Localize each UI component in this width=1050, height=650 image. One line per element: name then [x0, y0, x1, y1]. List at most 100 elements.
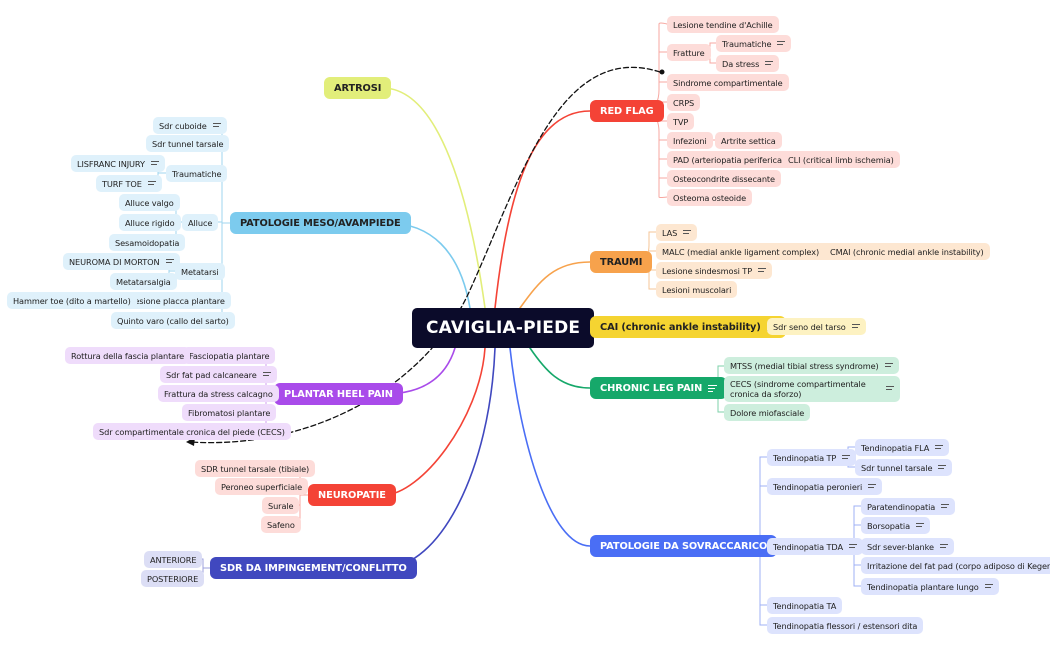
note-icon [886, 386, 894, 392]
leaf-frattura-calcagno[interactable]: Frattura da stress calcagno [158, 385, 279, 402]
link-sovraccarico [509, 347, 591, 547]
branch-meso-avampiede[interactable]: PATOLOGIE MESO/AVAMPIEDE [230, 212, 411, 234]
leaf-meso-tunnel-tarsale[interactable]: Sdr tunnel tarsale [146, 135, 230, 152]
leaf-anteriore[interactable]: ANTERIORE [144, 551, 203, 568]
note-icon [938, 464, 947, 471]
leaf-borsopatia[interactable]: Borsopatia [861, 517, 930, 534]
leaf-cmai[interactable]: CMAI (chronic medial ankle instability) [824, 243, 990, 260]
leaf-sdr-cuboide[interactable]: Sdr cuboide [153, 117, 227, 134]
note-icon [765, 60, 774, 67]
leaf-sesamoidopatia[interactable]: Sesamoidopatia [109, 234, 186, 251]
leaf-quinto-varo[interactable]: Quinto varo (callo del sarto) [111, 312, 235, 329]
leaf-turf-toe[interactable]: TURF TOE [96, 175, 162, 192]
leaf-tunnel-tibiale[interactable]: SDR tunnel tarsale (tibiale) [195, 460, 316, 477]
leaf-osteocondrite[interactable]: Osteocondrite dissecante [667, 170, 781, 187]
branch-artrosi[interactable]: ARTROSI [324, 77, 392, 99]
leaf-artrite-settica[interactable]: Artrite settica [715, 132, 782, 149]
leaf-las[interactable]: LAS [656, 224, 698, 241]
leaf-rottura-fascia[interactable]: Rottura della fascia plantare [65, 347, 191, 364]
link-relationship-dashed [189, 66, 661, 444]
leaf-neuroma-morton[interactable]: NEUROMA DI MORTON [63, 253, 180, 270]
leaf-sindesmosi[interactable]: Lesione sindesmosi TP [656, 262, 773, 279]
leaf-cli[interactable]: CLI (critical limb ischemia) [782, 151, 900, 168]
leaf-traumatiche[interactable]: Traumatiche [716, 35, 792, 52]
leaf-metatarsalgia[interactable]: Metatarsalgia [110, 273, 177, 290]
leaf-paratendinopatia[interactable]: Paratendinopatia [861, 498, 956, 515]
link-sov-comb [751, 456, 768, 626]
leaf-seno-tarso[interactable]: Sdr seno del tarso [767, 318, 866, 335]
note-icon [758, 267, 767, 274]
branch-neuropatie[interactable]: NEUROPATIE [308, 484, 396, 506]
note-icon [150, 160, 159, 167]
note-icon [915, 522, 924, 529]
branch-chronic-leg-pain[interactable]: CHRONIC LEG PAIN [590, 377, 728, 399]
leaf-fasciopatia-plantare[interactable]: Fasciopatia plantare [183, 347, 276, 364]
leaf-sdr-tunnel-tarsale[interactable]: Sdr tunnel tarsale [855, 459, 953, 476]
leaf-da-stress[interactable]: Da stress [716, 55, 780, 72]
branch-impingement[interactable]: SDR DA IMPINGEMENT/CONFLITTO [210, 557, 417, 579]
note-icon [262, 371, 271, 378]
leaf-metatarsi[interactable]: Metatarsi [175, 263, 225, 280]
leaf-alluce[interactable]: Alluce [182, 214, 219, 231]
leaf-crps[interactable]: CRPS [667, 94, 701, 111]
leaf-malc[interactable]: MALC (medial ankle ligament complex) [656, 243, 840, 260]
leaf-flessori-estensori[interactable]: Tendinopatia flessori / estensori dita [767, 617, 924, 634]
leaf-alluce-rigido[interactable]: Alluce rigido [119, 214, 181, 231]
link-traumi [519, 261, 591, 309]
leaf-infezioni[interactable]: Infezioni [667, 132, 713, 149]
leaf-cecs[interactable]: CECS (sindrome compartimentale cronica d… [724, 376, 900, 402]
branch-plantar-heel-pain[interactable]: PLANTAR HEEL PAIN [274, 383, 403, 405]
note-icon [868, 483, 877, 490]
leaf-fat-pad-calcaneare[interactable]: Sdr fat pad calcaneare [160, 366, 277, 383]
link-meso [386, 222, 471, 309]
leaf-alluce-valgo[interactable]: Alluce valgo [119, 194, 180, 211]
leaf-peroneo-superficiale[interactable]: Peroneo superficiale [215, 478, 309, 495]
leaf-lesione-achille[interactable]: Lesione tendine d'Achille [667, 16, 779, 33]
note-icon [849, 543, 857, 550]
leaf-fibromatosi[interactable]: Fibromatosi plantare [182, 404, 277, 421]
link-rf-top [645, 22, 668, 112]
note-icon [884, 362, 893, 369]
leaf-cecs-piede[interactable]: Sdr compartimentale cronica del piede (C… [93, 423, 291, 440]
leaf-osteoma[interactable]: Osteoma osteoide [667, 189, 753, 206]
leaf-fratture[interactable]: Fratture [667, 44, 711, 61]
leaf-posteriore[interactable]: POSTERIORE [141, 570, 205, 587]
branch-cai[interactable]: CAI (chronic ankle instability) [590, 316, 786, 338]
link-tda [849, 505, 862, 587]
leaf-pad[interactable]: PAD (arteriopatia periferica) [667, 151, 791, 168]
leaf-dolore-miofasciale[interactable]: Dolore miofasciale [724, 404, 811, 421]
link-chronic [529, 347, 591, 389]
leaf-lesioni-muscolari[interactable]: Lesioni muscolari [656, 281, 738, 298]
central-topic[interactable]: CAVIGLIA-PIEDE [412, 308, 595, 348]
note-icon [842, 454, 851, 461]
leaf-lisfranc[interactable]: LISFRANC INJURY [71, 155, 165, 172]
leaf-sever-blanke[interactable]: Sdr sever-blanke [861, 538, 954, 555]
link-neuropatie [383, 347, 486, 496]
leaf-tendinopatia-peronieri[interactable]: Tendinopatia peronieri [767, 478, 883, 495]
note-icon [708, 384, 718, 392]
note-icon [941, 503, 950, 510]
note-icon [777, 40, 786, 47]
leaf-mtss[interactable]: MTSS (medial tibial stress syndrome) [724, 357, 899, 374]
leaf-plantare-lungo[interactable]: Tendinopatia plantare lungo [861, 578, 999, 595]
leaf-tvp[interactable]: TVP [667, 113, 695, 130]
leaf-placca-plantare[interactable]: Lesione placca plantare [124, 292, 231, 309]
link-red-flag [494, 110, 591, 309]
leaf-surale[interactable]: Surale [262, 497, 300, 514]
leaf-sindrome-compartimentale[interactable]: Sindrome compartimentale [667, 74, 789, 91]
leaf-tendinopatia-tda[interactable]: Tendinopatia TDA [767, 538, 863, 555]
leaf-tendinopatia-ta[interactable]: Tendinopatia TA [767, 597, 843, 614]
leaf-fat-pad-keger[interactable]: Irritazione del fat pad (corpo adiposo d… [861, 557, 1050, 574]
leaf-meso-traumatiche[interactable]: Traumatiche [166, 165, 228, 182]
leaf-hammer-toe[interactable]: Hammer toe (dito a martello) [7, 292, 137, 309]
link-start-dot [659, 69, 665, 75]
branch-sovraccarico[interactable]: PATOLOGIE DA SOVRACCARICO [590, 535, 778, 557]
leaf-safeno[interactable]: Safeno [261, 516, 301, 533]
branch-traumi[interactable]: TRAUMI [590, 251, 653, 273]
note-icon [851, 323, 860, 330]
branch-red-flag[interactable]: RED FLAG [590, 100, 664, 122]
leaf-tendinopatia-fla[interactable]: Tendinopatia FLA [855, 439, 950, 456]
leaf-tendinopatia-tp[interactable]: Tendinopatia TP [767, 449, 857, 466]
note-icon [935, 444, 944, 451]
note-icon [683, 229, 692, 236]
